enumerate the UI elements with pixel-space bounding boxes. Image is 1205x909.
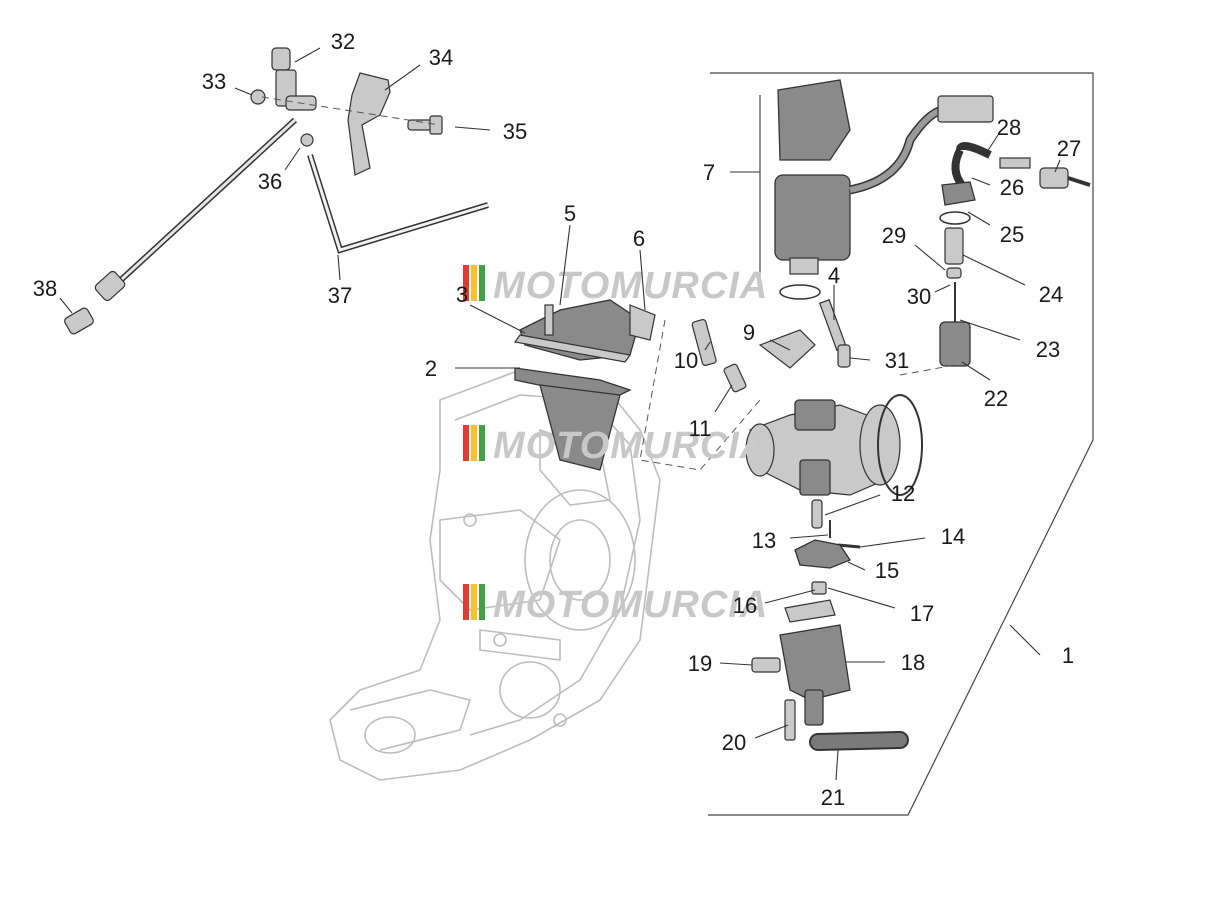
part-label-23: 23 [1036,337,1060,362]
leader-line-24 [962,254,1026,286]
part-label-15: 15 [875,558,899,583]
leader-line-13 [789,534,829,539]
leader-line-15 [847,561,866,571]
part-label-24: 24 [1039,282,1063,307]
throttle-cable-assembly [64,47,489,335]
carburettor-body [745,394,923,496]
leader-line-21 [835,749,839,781]
leader-line-36 [284,147,301,171]
leader-line-5 [559,224,571,306]
part-label-1: 1 [1062,643,1074,668]
part-label-35: 35 [503,119,527,144]
part-label-27: 27 [1057,136,1081,161]
leader-line-23 [959,319,1021,341]
part-label-20: 20 [722,730,746,755]
intake-manifold [513,299,656,471]
float-bowl-parts [751,499,909,751]
assembly-frame [708,72,1094,816]
part-label-14: 14 [941,524,965,549]
auto-choke [774,79,994,300]
svg-text:MOTOMURCIA: MOTOMURCIA [493,584,768,626]
part-label-36: 36 [258,169,282,194]
part-label-13: 13 [752,528,776,553]
part-label-38: 38 [33,276,57,301]
part-label-21: 21 [821,785,845,810]
svg-text:MOTOMURCIA: MOTOMURCIA [493,425,768,467]
leader-line-33 [234,87,253,96]
watermarks: MOTOMURCIA MOTOMURCIA MOTOMURCIA [463,265,768,626]
part-label-34: 34 [429,45,453,70]
leader-line-38 [59,297,73,314]
part-label-12: 12 [891,481,915,506]
leader-line-22 [961,361,991,381]
leader-line-28 [984,134,999,156]
leader-line-30 [934,284,951,293]
part-label-28: 28 [997,115,1021,140]
leader-line-6 [639,249,646,311]
leader-line-29 [914,244,946,271]
part-label-26: 26 [1000,175,1024,200]
part-label-6: 6 [633,226,645,251]
part-label-37: 37 [328,283,352,308]
leader-line-27 [1054,159,1061,173]
needle-valve-parts [639,142,1091,471]
leader-line-34 [384,64,421,91]
leader-line-11 [714,384,733,413]
leader-line-20 [754,724,789,739]
part-label-4: 4 [828,263,840,288]
leader-line-16 [764,589,816,604]
part-label-33: 33 [202,69,226,94]
leader-line-35 [454,126,491,131]
part-label-19: 19 [688,651,712,676]
leader-lines [59,47,1061,781]
leader-line-25 [967,211,991,226]
leader-line-26 [971,177,991,186]
part-label-25: 25 [1000,222,1024,247]
part-label-30: 30 [907,284,931,309]
leader-line-19 [719,662,753,666]
part-label-9: 9 [743,320,755,345]
part-label-22: 22 [984,386,1008,411]
leader-line-3 [469,304,526,334]
leader-line-12 [824,494,881,516]
part-label-18: 18 [901,650,925,675]
leader-line-10 [704,341,711,351]
part-label-2: 2 [425,356,437,381]
part-label-16: 16 [733,593,757,618]
part-label-7: 7 [703,160,715,185]
svg-text:MOTOMURCIA: MOTOMURCIA [493,265,768,307]
leader-line-37 [337,254,341,281]
leader-line-31 [849,357,871,361]
leader-line-32 [294,47,321,63]
leader-line-14 [859,537,926,548]
part-label-29: 29 [882,223,906,248]
part-label-3: 3 [456,282,468,307]
part-label-10: 10 [674,348,698,373]
part-label-31: 31 [885,348,909,373]
leader-line-9 [769,339,791,351]
part-label-11: 11 [689,416,712,441]
part-label-17: 17 [910,601,934,626]
part-label-5: 5 [564,201,576,226]
leader-line-17 [827,587,896,609]
part-label-32: 32 [331,29,355,54]
leader-line-1 [1009,624,1041,656]
